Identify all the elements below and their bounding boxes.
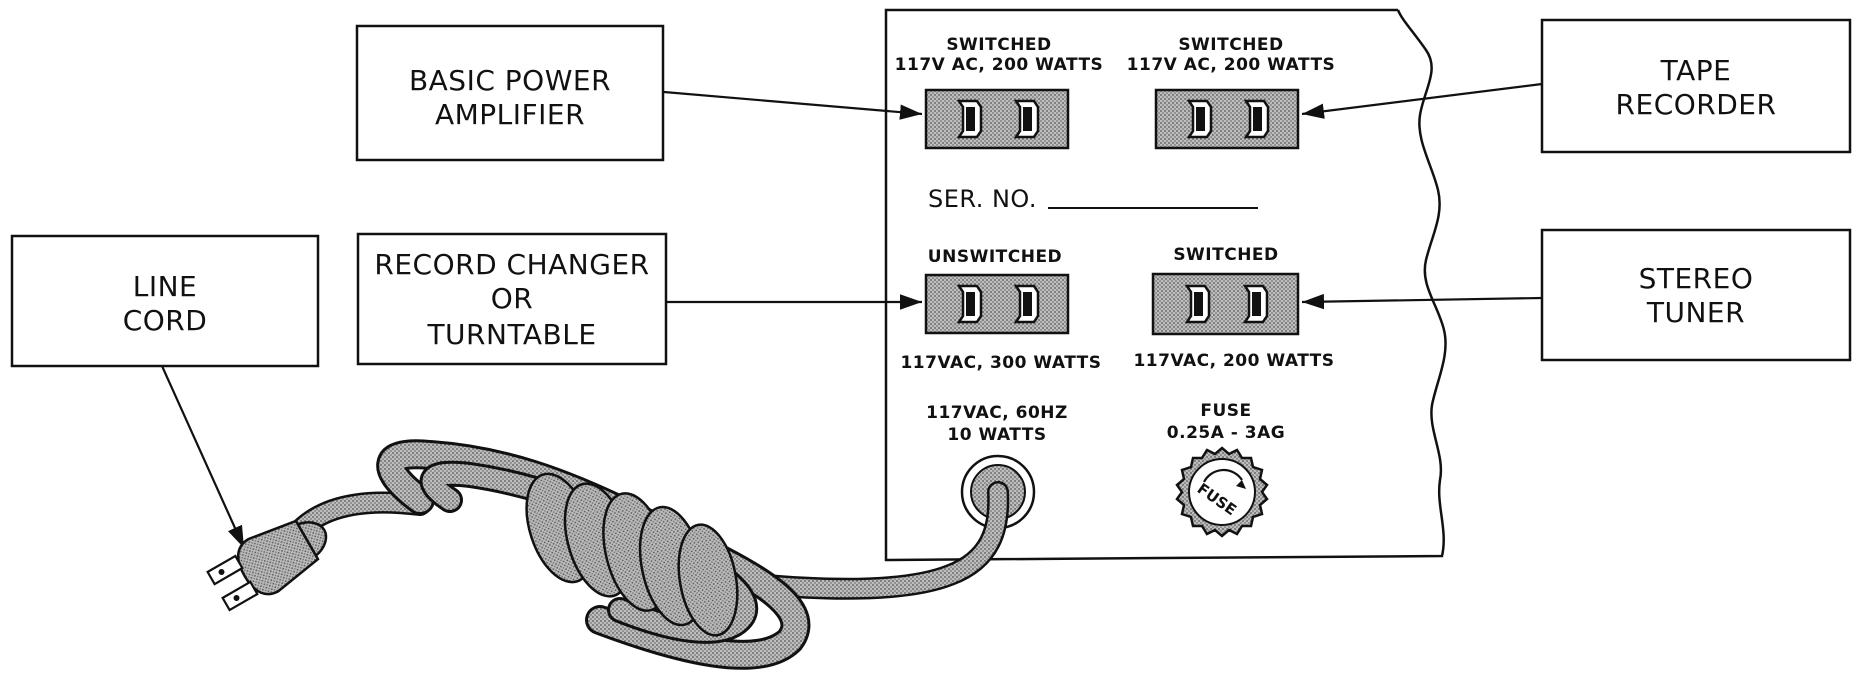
outlet-bottom-right-header: SWITCHED <box>1173 245 1278 265</box>
basic-power-amplifier-label-line1: BASIC POWER <box>409 64 611 97</box>
fuse-label-line2: 0.25A - 3AG <box>1167 423 1285 443</box>
outlet-top-left-label-line2: 117V AC, 200 WATTS <box>895 55 1104 75</box>
arrow-icon <box>1301 82 1543 119</box>
record-changer-label-line2: OR <box>491 282 534 315</box>
basic-power-amplifier-label-line2: AMPLIFIER <box>435 98 585 131</box>
tape-recorder-label-line1: TAPE <box>1660 54 1732 87</box>
arrow-icon <box>1301 293 1543 310</box>
outlet-top-right-label-line1: SWITCHED <box>1178 35 1283 55</box>
power-input-label-line2: 10 WATTS <box>947 425 1046 445</box>
outlet-top-right-label-line2: 117V AC, 200 WATTS <box>1127 55 1336 75</box>
basic-power-amplifier-box: BASIC POWER AMPLIFIER <box>355 24 665 162</box>
fuse-holder-icon: FUSE <box>1175 446 1269 538</box>
line-cord-label-line1: LINE <box>133 270 198 303</box>
stereo-tuner-label-line1: STEREO <box>1639 262 1754 295</box>
tape-recorder-label-line2: RECORDER <box>1616 88 1777 121</box>
arrow-icon <box>663 90 923 120</box>
outlet-bottom-left-header: UNSWITCHED <box>928 247 1062 267</box>
ac-outlet-icon <box>924 88 1070 150</box>
stereo-tuner-label-line2: TUNER <box>1646 296 1745 329</box>
line-cord-box: LINE CORD <box>10 234 320 368</box>
record-changer-label-line1: RECORD CHANGER <box>374 248 649 281</box>
outlet-top-left-label-line1: SWITCHED <box>946 35 1051 55</box>
arrow-icon <box>160 365 246 549</box>
serial-number-label: SER. NO. <box>928 185 1037 213</box>
line-cord-label-line2: CORD <box>123 304 208 337</box>
power-input-label-line1: 117VAC, 60HZ <box>926 403 1068 423</box>
outlet-bottom-right-rating: 117VAC, 200 WATTS <box>1133 351 1334 371</box>
coiled-cord-icon <box>289 439 1010 670</box>
ac-outlet-icon <box>924 273 1070 335</box>
record-changer-box: RECORD CHANGER OR TURNTABLE <box>356 232 668 366</box>
fuse-label-line1: FUSE <box>1200 401 1251 421</box>
power-plug-icon <box>206 519 328 612</box>
rear-panel-outline <box>884 8 1447 562</box>
ac-outlet-icon <box>1154 88 1300 150</box>
outlet-bottom-left-rating: 117VAC, 300 WATTS <box>900 353 1101 373</box>
record-changer-label-line3: TURNTABLE <box>426 318 596 351</box>
stereo-tuner-box: STEREO TUNER <box>1540 228 1852 362</box>
ac-outlet-icon <box>1151 272 1300 336</box>
tape-recorder-box: TAPE RECORDER <box>1540 18 1852 154</box>
